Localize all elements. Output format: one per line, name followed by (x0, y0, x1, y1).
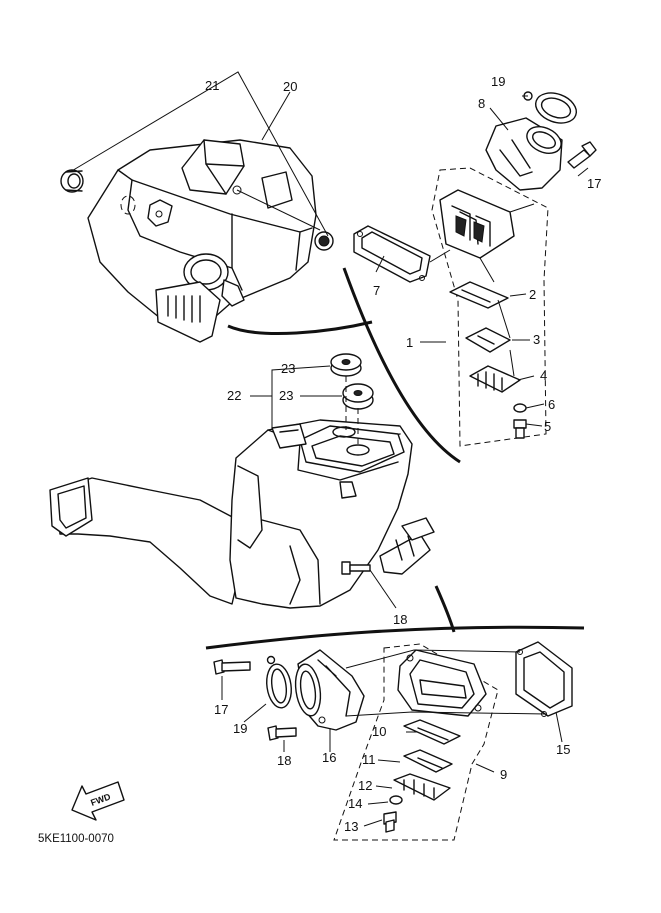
reed-petal (449, 281, 509, 309)
gasket-top (353, 225, 431, 283)
bolt-lower (267, 725, 297, 741)
callout-20: 20 (283, 79, 297, 94)
grommet-right (314, 231, 334, 251)
reed-stopper-lower (403, 749, 453, 773)
callout-8: 8 (478, 96, 485, 111)
forward-arrow-icon: FWD (71, 781, 125, 821)
callout-17-top: 17 (587, 176, 601, 191)
reed-petal-lower (403, 719, 461, 745)
fuel-tank (229, 419, 435, 609)
diagram-code: 5KE1100-0070 (38, 833, 114, 845)
callout-13: 13 (344, 819, 358, 834)
callout-22: 22 (227, 388, 241, 403)
callout-5: 5 (544, 419, 551, 434)
screw (513, 419, 527, 439)
section-divider-right (342, 267, 461, 464)
bolt-lower-left (213, 659, 251, 675)
air-box-assembly (87, 139, 317, 343)
intake-duct (49, 477, 241, 605)
reed-valve-body-lower (397, 649, 487, 717)
callout-19-top: 19 (491, 74, 505, 89)
callout-2: 2 (529, 287, 536, 302)
callout-18-middle: 18 (393, 612, 407, 627)
screw-lower (383, 811, 397, 833)
callout-11: 11 (362, 752, 376, 767)
callout-3: 3 (533, 332, 540, 347)
reed-valve-body (439, 189, 515, 259)
washer (513, 403, 527, 413)
damper-lower (342, 383, 374, 410)
callout-19-lower: 19 (233, 721, 247, 736)
callout-16: 16 (322, 750, 336, 765)
bolt-top-right (567, 141, 597, 169)
callout-9: 9 (500, 767, 507, 782)
callout-18-lower: 18 (277, 753, 291, 768)
section-divider-upper (227, 320, 373, 336)
section-divider-lower-left (434, 585, 456, 633)
reed-plate (469, 365, 521, 393)
callout-1: 1 (406, 335, 413, 350)
reed-stopper (465, 327, 511, 353)
callout-4: 4 (540, 368, 547, 383)
callout-15: 15 (556, 742, 570, 757)
callout-7: 7 (373, 283, 380, 298)
intake-clamp-top (523, 91, 578, 124)
washer-lower (389, 795, 403, 805)
damper-upper (330, 353, 362, 377)
callout-6: 6 (548, 397, 555, 412)
intake-clamp-lower (266, 655, 292, 709)
bolt-middle (341, 561, 371, 575)
callout-23-upper: 23 (281, 361, 295, 376)
grommet-left (60, 169, 84, 193)
callout-10: 10 (372, 724, 386, 739)
intake-manifold-top (485, 117, 563, 191)
callout-21: 21 (205, 78, 219, 93)
gasket-lower (515, 641, 573, 717)
intake-manifold-lower (294, 649, 365, 731)
reed-plate-lower (393, 773, 451, 801)
section-divider-lower (205, 625, 585, 650)
callout-17-lower: 17 (214, 702, 228, 717)
callout-12: 12 (358, 778, 372, 793)
callout-14: 14 (348, 796, 362, 811)
reed-valve-group-outline (431, 167, 549, 447)
callout-23-lower: 23 (279, 388, 293, 403)
